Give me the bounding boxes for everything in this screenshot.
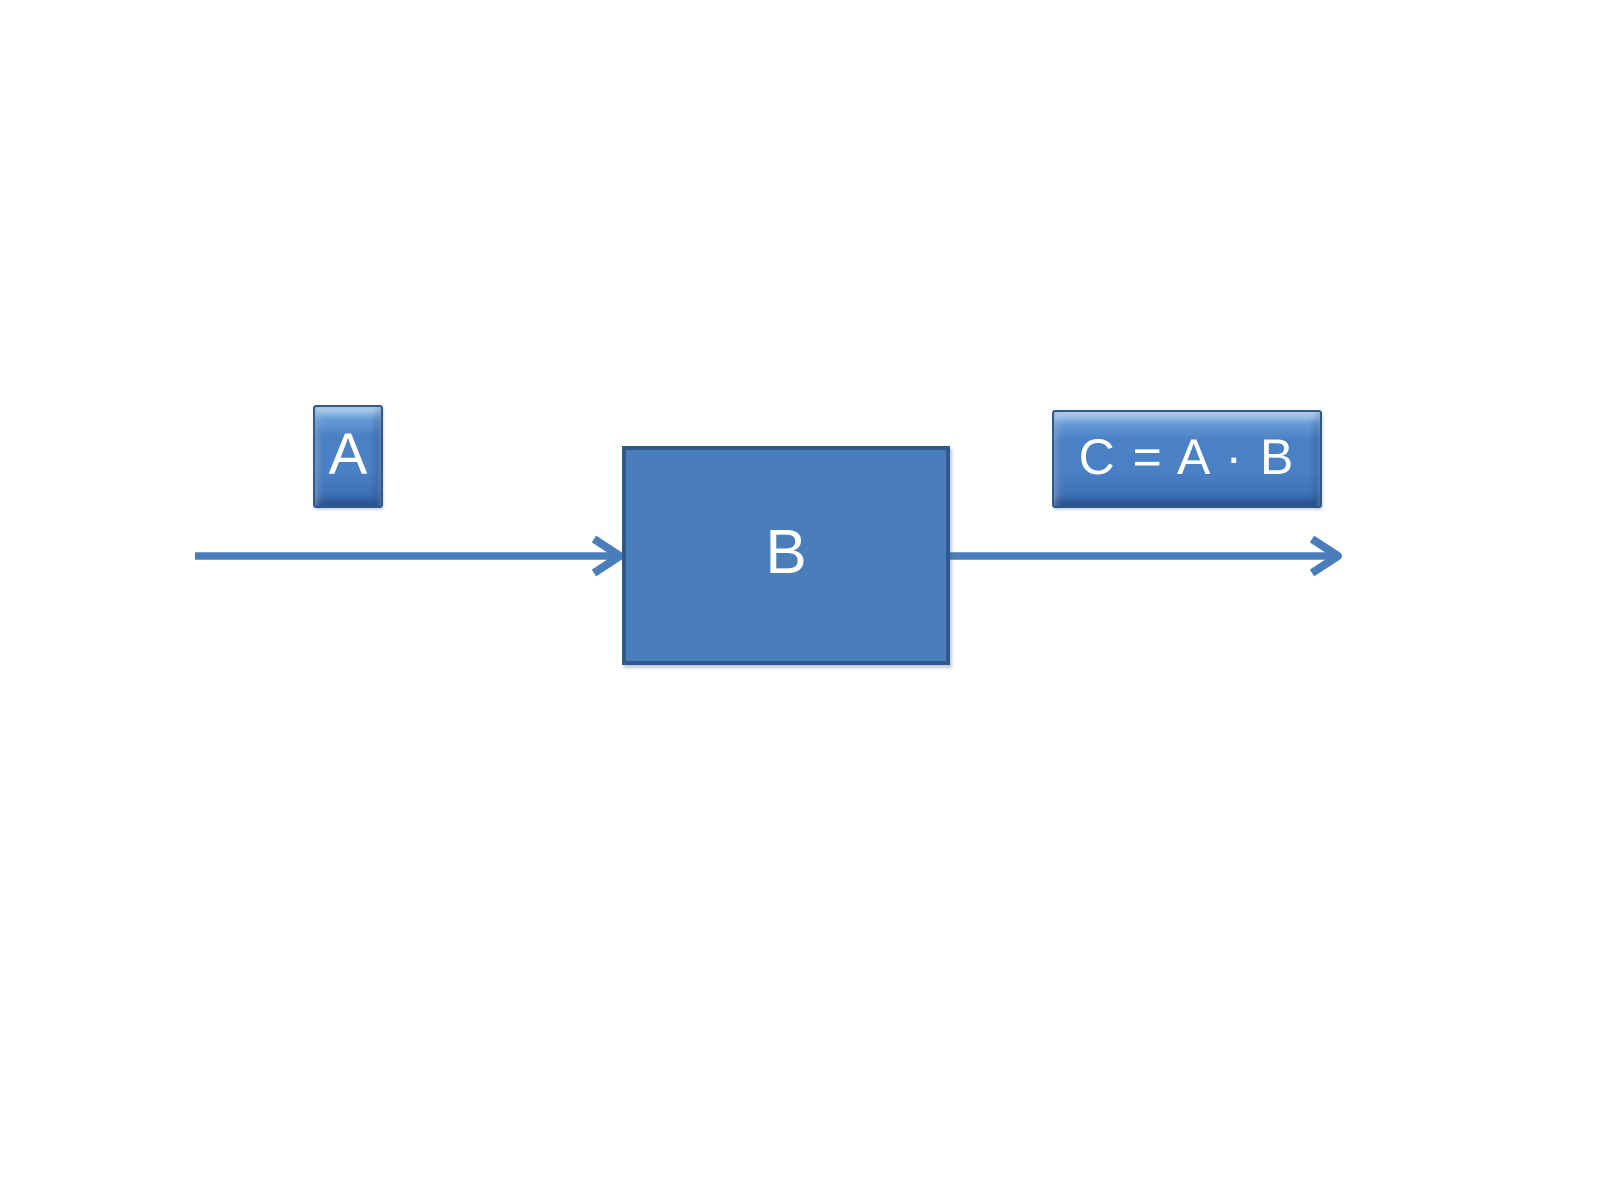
output-equation-label: C = A · B [1078, 429, 1296, 485]
process-block-label: B [765, 517, 807, 587]
output-equation-label-box: C = A · B [1052, 410, 1322, 508]
process-block: B [622, 446, 950, 665]
input-signal-label-box: A [313, 405, 383, 508]
input-signal-label: A [328, 421, 368, 487]
input-arrow [195, 535, 624, 577]
output-arrow [950, 535, 1342, 577]
